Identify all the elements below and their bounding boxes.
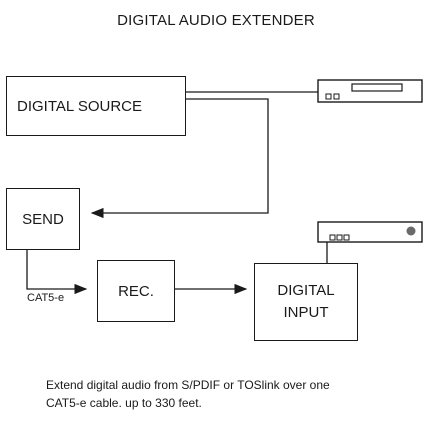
receiver-device-icon (317, 221, 423, 243)
digital-source-label: DIGITAL SOURCE (17, 97, 143, 115)
rec-box: REC. (97, 260, 175, 322)
cable-label: CAT5-e (27, 292, 65, 304)
source-device-icon (317, 79, 423, 103)
description-line-1: Extend digital audio from S/PDIF or TOSl… (46, 378, 330, 392)
digital-input-box: DIGITAL INPUT (254, 263, 358, 341)
source-to-send-line (90, 98, 269, 219)
description-text: Extend digital audio from S/PDIF or TOSl… (46, 376, 426, 412)
rec-label: REC. (118, 282, 154, 300)
send-label: SEND (22, 210, 64, 228)
digital-input-label-line2: INPUT (283, 304, 329, 321)
diagram-title: DIGITAL AUDIO EXTENDER (117, 12, 315, 29)
description-line-2: CAT5-e cable. up to 330 feet. (46, 396, 202, 410)
digital-input-label-line1: DIGITAL (277, 282, 335, 299)
digital-source-box: DIGITAL SOURCE (6, 76, 186, 136)
send-box: SEND (6, 188, 80, 250)
send-to-rec-line (26, 250, 88, 295)
